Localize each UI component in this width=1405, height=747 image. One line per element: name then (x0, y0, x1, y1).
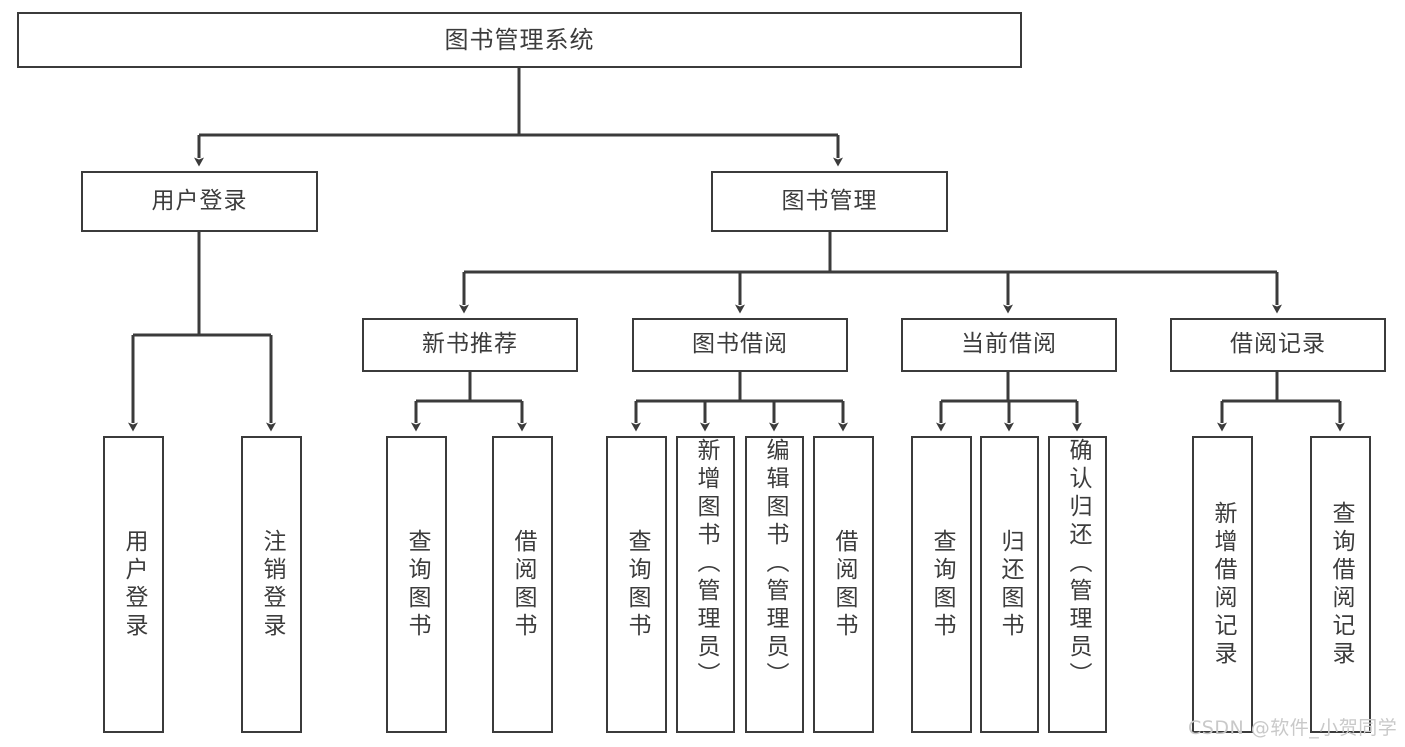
node-leaf-query-book-2[interactable]: 查询图书 (606, 436, 667, 733)
node-label: 确认归还（管理员） (1065, 438, 1091, 690)
node-leaf-user-logout[interactable]: 注销登录 (241, 436, 302, 733)
node-leaf-user-login[interactable]: 用户登录 (103, 436, 164, 733)
watermark-text: CSDN @软件_小贺同学 (1188, 717, 1398, 739)
node-leaf-edit-book[interactable]: 编辑图书（管理员） (745, 436, 804, 733)
node-book-borrow[interactable]: 图书借阅 (632, 318, 848, 372)
node-label: 查询图书 (624, 528, 650, 641)
node-leaf-borrow-book-2[interactable]: 借阅图书 (813, 436, 874, 733)
node-leaf-add-record[interactable]: 新增借阅记录 (1192, 436, 1253, 733)
node-leaf-add-book[interactable]: 新增图书（管理员） (676, 436, 735, 733)
node-label: 注销登录 (259, 528, 285, 641)
node-root-book-management-system[interactable]: 图书管理系统 (17, 12, 1022, 68)
node-new-book-recommend[interactable]: 新书推荐 (362, 318, 578, 372)
node-leaf-confirm-return[interactable]: 确认归还（管理员） (1048, 436, 1107, 733)
node-label: 查询图书 (404, 528, 430, 641)
node-label: 当前借阅 (961, 331, 1057, 358)
node-label: 用户登录 (121, 528, 147, 641)
node-user-login[interactable]: 用户登录 (81, 171, 318, 232)
node-label: 图书管理 (781, 187, 878, 214)
node-current-borrow[interactable]: 当前借阅 (901, 318, 1117, 372)
node-label: 新增图书（管理员） (693, 438, 719, 690)
node-label: 新书推荐 (422, 331, 518, 358)
node-label: 借阅记录 (1230, 331, 1326, 358)
node-leaf-query-book-1[interactable]: 查询图书 (386, 436, 447, 733)
node-label: 图书借阅 (692, 331, 788, 358)
node-leaf-return-book[interactable]: 归还图书 (980, 436, 1039, 733)
node-book-manage[interactable]: 图书管理 (711, 171, 948, 232)
node-label: 新增借阅记录 (1210, 500, 1236, 669)
node-leaf-borrow-book-1[interactable]: 借阅图书 (492, 436, 553, 733)
node-label: 借阅图书 (510, 528, 536, 641)
node-label: 用户登录 (151, 187, 248, 214)
node-leaf-query-book-3[interactable]: 查询图书 (911, 436, 972, 733)
node-label: 查询借阅记录 (1328, 500, 1354, 669)
node-label: 编辑图书（管理员） (762, 438, 788, 690)
node-label: 归还图书 (997, 528, 1023, 641)
node-leaf-query-record[interactable]: 查询借阅记录 (1310, 436, 1371, 733)
node-label: 借阅图书 (831, 528, 857, 641)
node-label: 图书管理系统 (444, 25, 595, 54)
node-borrow-record[interactable]: 借阅记录 (1170, 318, 1386, 372)
node-label: 查询图书 (929, 528, 955, 641)
